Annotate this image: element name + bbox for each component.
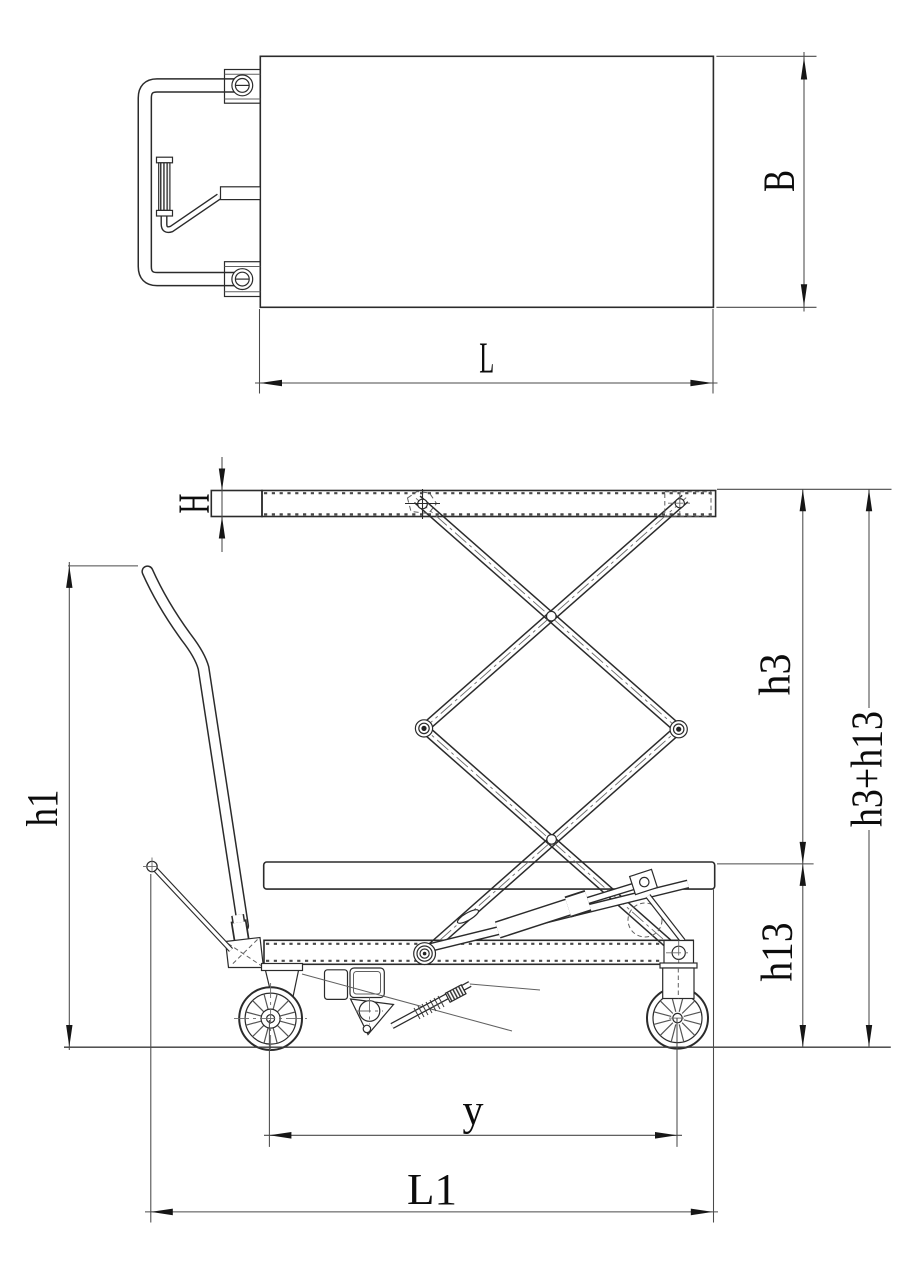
svg-text:L: L: [479, 334, 494, 383]
svg-text:h3: h3: [751, 654, 800, 696]
svg-text:L1: L1: [407, 1165, 457, 1214]
svg-text:h1: h1: [18, 790, 67, 827]
svg-text:h3+h13: h3+h13: [843, 711, 892, 827]
svg-text:h13: h13: [753, 923, 802, 982]
svg-text:y: y: [463, 1086, 484, 1135]
svg-text:H: H: [170, 494, 219, 514]
svg-text:B: B: [755, 170, 804, 192]
